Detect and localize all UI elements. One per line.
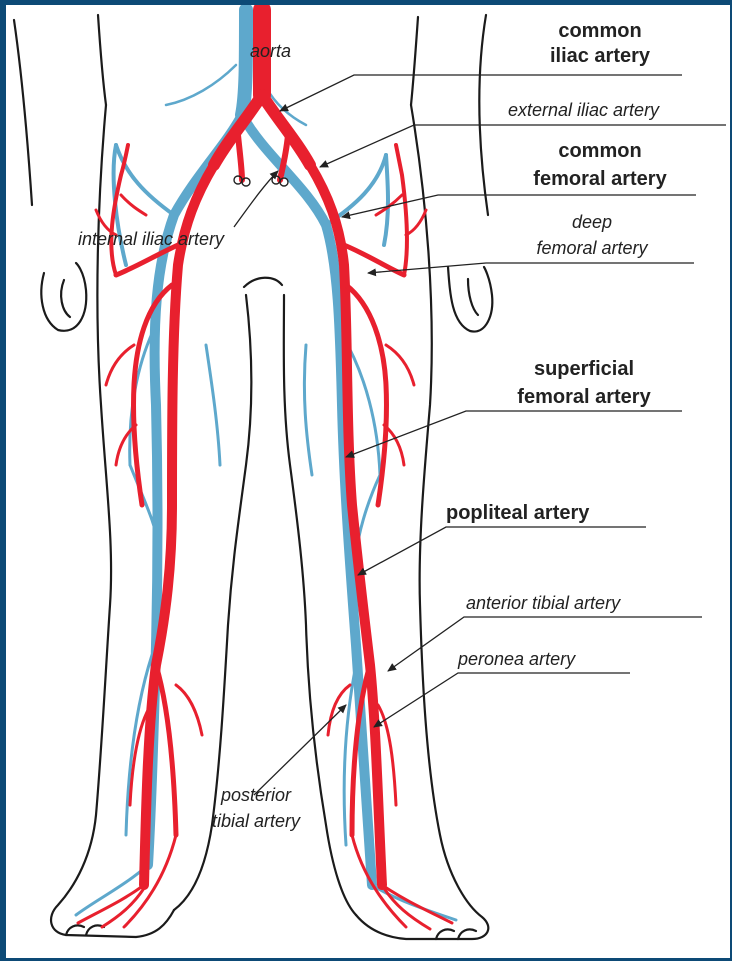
label-anterior-tibial: anterior tibial artery bbox=[466, 593, 621, 613]
leg-arteries-diagram: aorta common iliac artery external iliac… bbox=[6, 5, 730, 958]
label-common-femoral-line1: common bbox=[558, 140, 641, 162]
label-popliteal: popliteal artery bbox=[446, 502, 590, 524]
label-posterior-tibial-line2: tibial artery bbox=[212, 811, 301, 831]
label-internal-iliac: internal iliac artery bbox=[78, 229, 225, 249]
label-peronea: peronea artery bbox=[457, 649, 576, 669]
label-common-femoral-line2: femoral artery bbox=[533, 168, 667, 190]
label-deep-femoral-line2: femoral artery bbox=[536, 238, 648, 258]
label-common-iliac-line2: iliac artery bbox=[550, 45, 651, 67]
label-aorta: aorta bbox=[250, 41, 291, 61]
diagram-frame: aorta common iliac artery external iliac… bbox=[6, 5, 730, 958]
label-common-iliac-line1: common bbox=[558, 20, 641, 42]
label-superficial-femoral-line2: femoral artery bbox=[517, 386, 651, 408]
label-deep-femoral-line1: deep bbox=[572, 212, 612, 232]
label-superficial-femoral-line1: superficial bbox=[534, 358, 634, 380]
label-external-iliac: external iliac artery bbox=[508, 100, 660, 120]
label-posterior-tibial-line1: posterior bbox=[220, 785, 292, 805]
